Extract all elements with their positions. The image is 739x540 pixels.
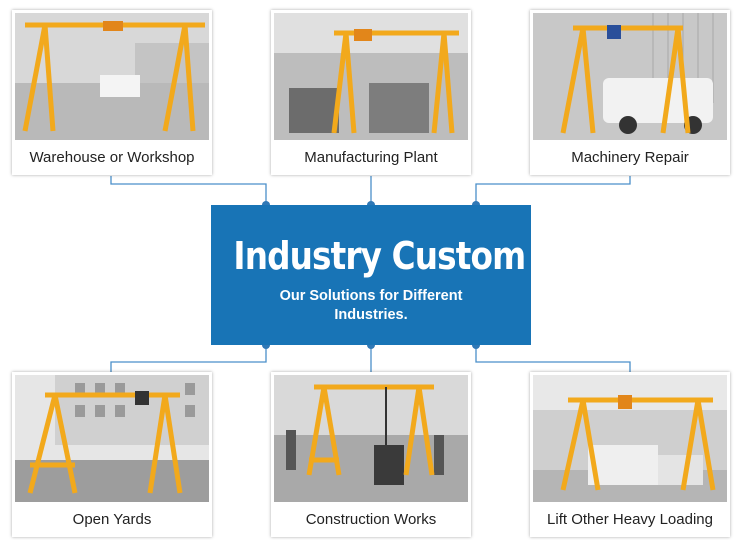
center-title: Industry Custom xyxy=(233,234,526,278)
construction-crane-photo xyxy=(274,375,468,502)
industry-card-manufacturing[interactable]: Manufacturing Plant xyxy=(271,10,471,175)
industry-card-label: Machinery Repair xyxy=(571,149,689,166)
industry-card-open-yards[interactable]: Open Yards xyxy=(12,372,212,537)
industry-card-heavy-loading[interactable]: Lift Other Heavy Loading xyxy=(530,372,730,537)
open-yard-crane-photo xyxy=(15,375,209,502)
warehouse-crane-photo xyxy=(15,13,209,140)
industry-card-machinery[interactable]: Machinery Repair xyxy=(530,10,730,175)
center-subtitle: Our Solutions for Different Industries. xyxy=(279,288,463,323)
industry-card-label: Construction Works xyxy=(305,511,437,528)
industry-card-label: Warehouse or Workshop xyxy=(29,149,195,166)
industry-card-label: Open Yards xyxy=(72,511,152,528)
industry-card-label: Manufacturing Plant xyxy=(304,149,438,166)
industry-card-construction[interactable]: Construction Works xyxy=(271,372,471,537)
industry-custom-panel: Industry Custom Our Solutions for Differ… xyxy=(211,205,531,345)
machinery-repair-crane-photo xyxy=(533,13,727,140)
manufacturing-crane-photo xyxy=(274,13,468,140)
industry-card-warehouse[interactable]: Warehouse or Workshop xyxy=(12,10,212,175)
heavy-loading-crane-photo xyxy=(533,375,727,502)
industry-card-label: Lift Other Heavy Loading xyxy=(547,511,713,528)
